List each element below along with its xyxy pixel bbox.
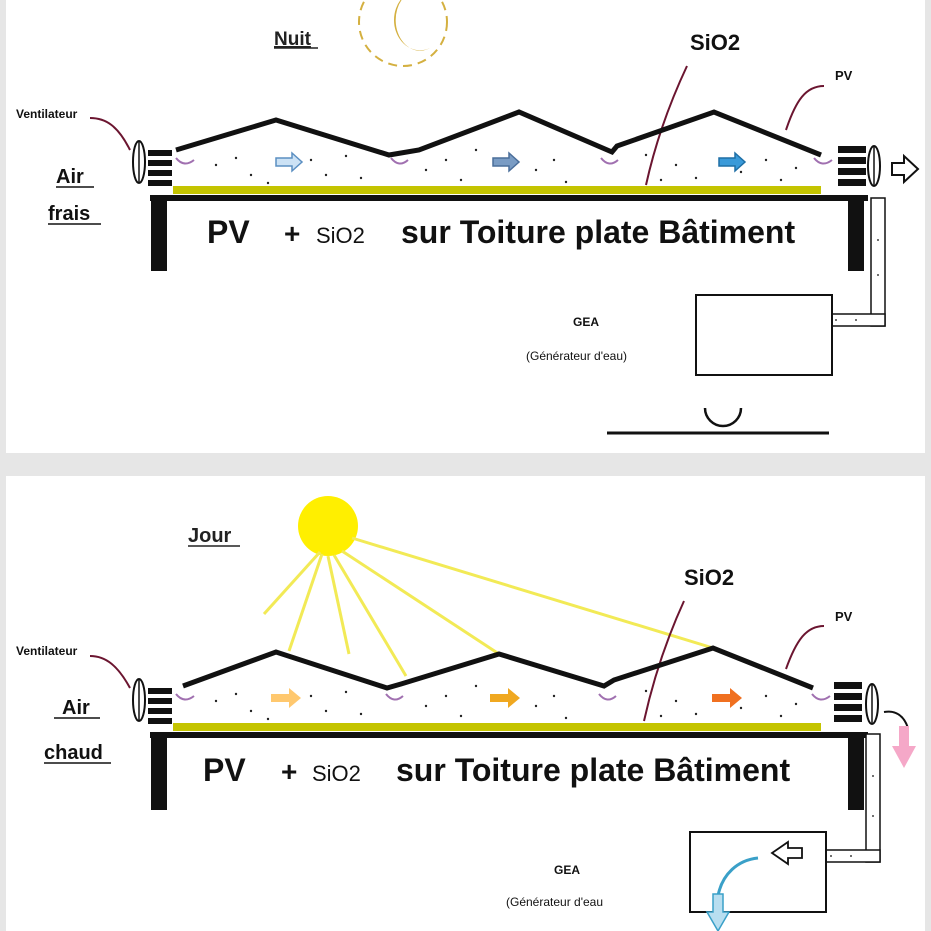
day-panel: Jour SiO2 PV Ventilateur PV + [6, 476, 925, 931]
inlet-arrow-icon [770, 840, 803, 866]
night-diagram: Nuit SiO2 PV Ventilateur PV + [16, 0, 920, 435]
air-duct [817, 197, 886, 327]
warm-airflow-arrows [271, 688, 742, 708]
air-duct [811, 733, 881, 863]
building [150, 195, 868, 271]
night-gea-line2: (Générateur d'eau) [526, 349, 627, 363]
roof-peaks [175, 109, 822, 158]
water-generator-box [695, 294, 833, 376]
sio2-leader-line [643, 600, 685, 722]
day-period-label: Jour [188, 525, 232, 547]
day-sio2-label: SiO2 [684, 565, 734, 590]
sio2-leader-line [645, 65, 688, 186]
water-generator-box [689, 831, 827, 913]
day-gea-line1: GEA [554, 863, 580, 877]
roof-peaks [182, 645, 814, 691]
curved-flow-arrow-icon [883, 710, 909, 729]
day-building-plus: + [281, 756, 297, 787]
night-fan-label: Ventilateur [16, 107, 78, 121]
pink-down-arrow-icon [892, 726, 916, 768]
gutters [175, 693, 831, 701]
night-panel: Nuit SiO2 PV Ventilateur PV + [6, 0, 925, 453]
building [150, 732, 868, 810]
right-fan-icon [834, 682, 879, 725]
sio2-particles [214, 148, 798, 185]
exhaust-arrow-icon [891, 153, 920, 185]
pv-layer [173, 723, 821, 731]
day-gea-line2: (Générateur d'eau [506, 895, 603, 909]
fan-leader-line [89, 655, 131, 689]
pv-layer [173, 186, 821, 194]
condensation-flow-icon [716, 856, 759, 897]
night-building-sio2: SiO2 [316, 223, 365, 248]
pv-leader-line [785, 625, 825, 670]
day-fan-label: Ventilateur [16, 644, 78, 658]
day-building-sio2: SiO2 [312, 761, 361, 786]
day-pv-label: PV [835, 609, 853, 624]
crescent-moon-icon [358, 0, 448, 67]
night-sio2-label: SiO2 [690, 30, 740, 55]
water-out-arrow-icon [705, 893, 731, 931]
night-air-line2: frais [48, 203, 90, 225]
gutters [175, 157, 833, 165]
night-building-rest: sur Toiture plate Bâtiment [401, 214, 795, 250]
left-fan-icon [132, 678, 172, 724]
fan-leader-line [89, 117, 131, 151]
sio2-particles [214, 684, 798, 721]
night-building-plus: + [284, 218, 300, 249]
day-air-line1: Air [62, 697, 90, 719]
left-fan-icon [132, 140, 172, 186]
night-gea-line1: GEA [573, 315, 599, 329]
night-air-line1: Air [56, 166, 84, 188]
day-air-line2: chaud [44, 742, 103, 764]
night-pv-label: PV [835, 68, 853, 83]
day-building-rest: sur Toiture plate Bâtiment [396, 752, 790, 788]
day-building-pv: PV [203, 752, 246, 788]
right-fan-icon [838, 145, 881, 187]
cold-airflow-arrows [275, 151, 747, 173]
water-basin [607, 407, 829, 435]
sun-icon [262, 496, 714, 677]
night-building-pv: PV [207, 214, 250, 250]
day-diagram: Jour SiO2 PV Ventilateur PV + [16, 496, 916, 931]
night-period-label: Nuit [274, 29, 312, 50]
pv-leader-line [785, 85, 825, 131]
